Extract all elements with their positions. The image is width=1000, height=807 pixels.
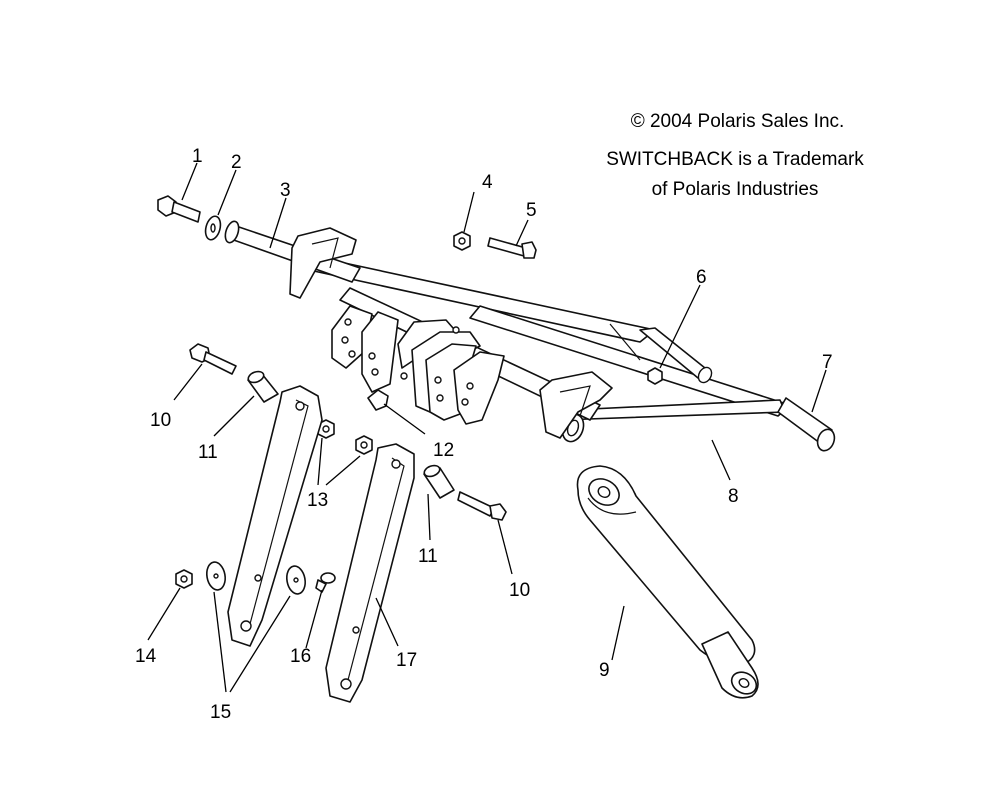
washer-2 [204,215,222,241]
callout-9: 9 [599,660,610,681]
copyright-symbol: © [630,111,645,132]
trademark-line-2: of Polaris Industries [651,179,819,200]
callout-4: 4 [482,172,493,193]
bolt-16 [315,572,336,593]
nut-4 [453,231,471,251]
callout-5: 5 [526,200,537,221]
bolt-5 [487,237,537,259]
link-arm-left [227,385,323,647]
leader-lines [147,162,827,693]
callout-2: 2 [231,152,242,173]
callout-1: 1 [192,146,203,167]
link-arm-17 [325,443,415,703]
callout-16: 16 [290,646,311,667]
bolt-10-lower [457,491,507,521]
callout-11-upper: 11 [198,442,218,463]
callout-3: 3 [280,180,291,201]
washer-15-right [286,565,306,595]
callout-15: 15 [210,702,231,723]
mounting-plates [331,305,505,425]
nut-6 [647,366,713,385]
grease-fitting-12 [367,389,389,411]
nut-13-right [355,435,373,455]
bolt-10-upper [189,343,237,375]
callout-7: 7 [822,352,833,373]
callout-labels: 1 2 3 4 5 6 7 8 9 10 11 12 13 11 10 14 1… [135,146,833,723]
callout-10-upper: 10 [150,410,171,431]
callout-11-lower: 11 [418,546,438,567]
callout-13: 13 [307,490,328,511]
callout-17: 17 [396,650,417,671]
callout-12: 12 [433,440,454,461]
callout-10-lower: 10 [509,580,530,601]
bushing-11-upper [247,370,279,403]
pivot-tube-left [224,220,361,299]
washer-15-left [206,561,226,591]
trademark-line-1: SWITCHBACK is a Trademark [606,149,864,170]
copyright-text: 2004 Polaris Sales Inc. [649,111,845,132]
shock-absorber-9 [576,465,759,699]
callout-6: 6 [696,267,707,288]
callout-14: 14 [135,646,157,667]
bushing-11-lower [423,464,455,499]
pivot-tube-right [777,397,836,452]
copyright-notice: © 2004 Polaris Sales Inc. [600,107,875,137]
nut-14 [175,569,193,589]
trademark-notice: SWITCHBACK is a Trademark of Polaris Ind… [590,145,880,205]
callout-8: 8 [728,486,739,507]
bolt-1 [157,195,201,223]
